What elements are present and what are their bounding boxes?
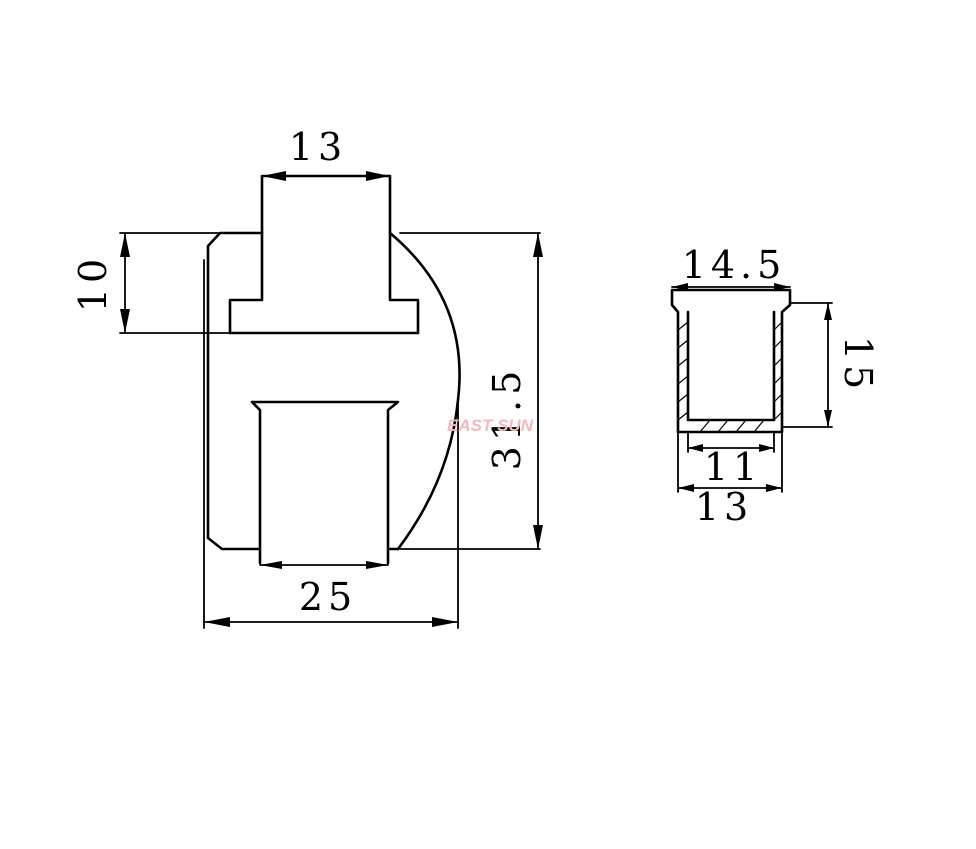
side-view: 14.5 15 11 13 (670, 243, 880, 529)
arrow-15-top (824, 303, 832, 320)
arrow-pocket-left (260, 561, 282, 569)
dim-label-13-side: 13 (695, 485, 753, 529)
watermark-text: EAST SUN (447, 416, 534, 435)
arrow-14-5-left (672, 283, 688, 291)
side-cup-inner (686, 310, 776, 422)
side-cup-outer (670, 288, 792, 434)
arrow-13-left (262, 171, 286, 181)
arrow-25-left (204, 617, 230, 627)
front-body-outline (228, 174, 420, 335)
dim-label-13: 13 (289, 125, 347, 169)
arrow-pocket-right (366, 561, 388, 569)
arrow-31-5-top (533, 233, 543, 257)
front-body-arc (388, 231, 461, 551)
arrow-31-5-bottom (533, 525, 543, 549)
arrow-13-side-left (678, 484, 694, 492)
dim-label-15: 15 (836, 336, 880, 394)
arrow-10-bottom (120, 309, 130, 333)
dim-label-10: 10 (71, 254, 115, 312)
dim-label-11: 11 (704, 445, 762, 489)
arrow-10-top (120, 233, 130, 257)
front-pocket (250, 400, 400, 565)
dim-label-31-5: 31.5 (485, 366, 529, 471)
front-view: 13 10 31.5 25 (71, 125, 543, 629)
arrow-15-bottom (824, 410, 832, 427)
arrow-25-right (432, 617, 458, 627)
arrow-13-right (366, 171, 390, 181)
arrow-13-side-right (766, 484, 782, 492)
dim-label-25: 25 (299, 575, 357, 619)
front-body-sides (206, 231, 264, 551)
arrow-11-right (759, 444, 774, 452)
arrow-11-left (688, 444, 703, 452)
arrow-14-5-right (774, 283, 790, 291)
dim-label-14-5: 14.5 (682, 243, 787, 287)
side-wall-hatching (677, 321, 783, 433)
